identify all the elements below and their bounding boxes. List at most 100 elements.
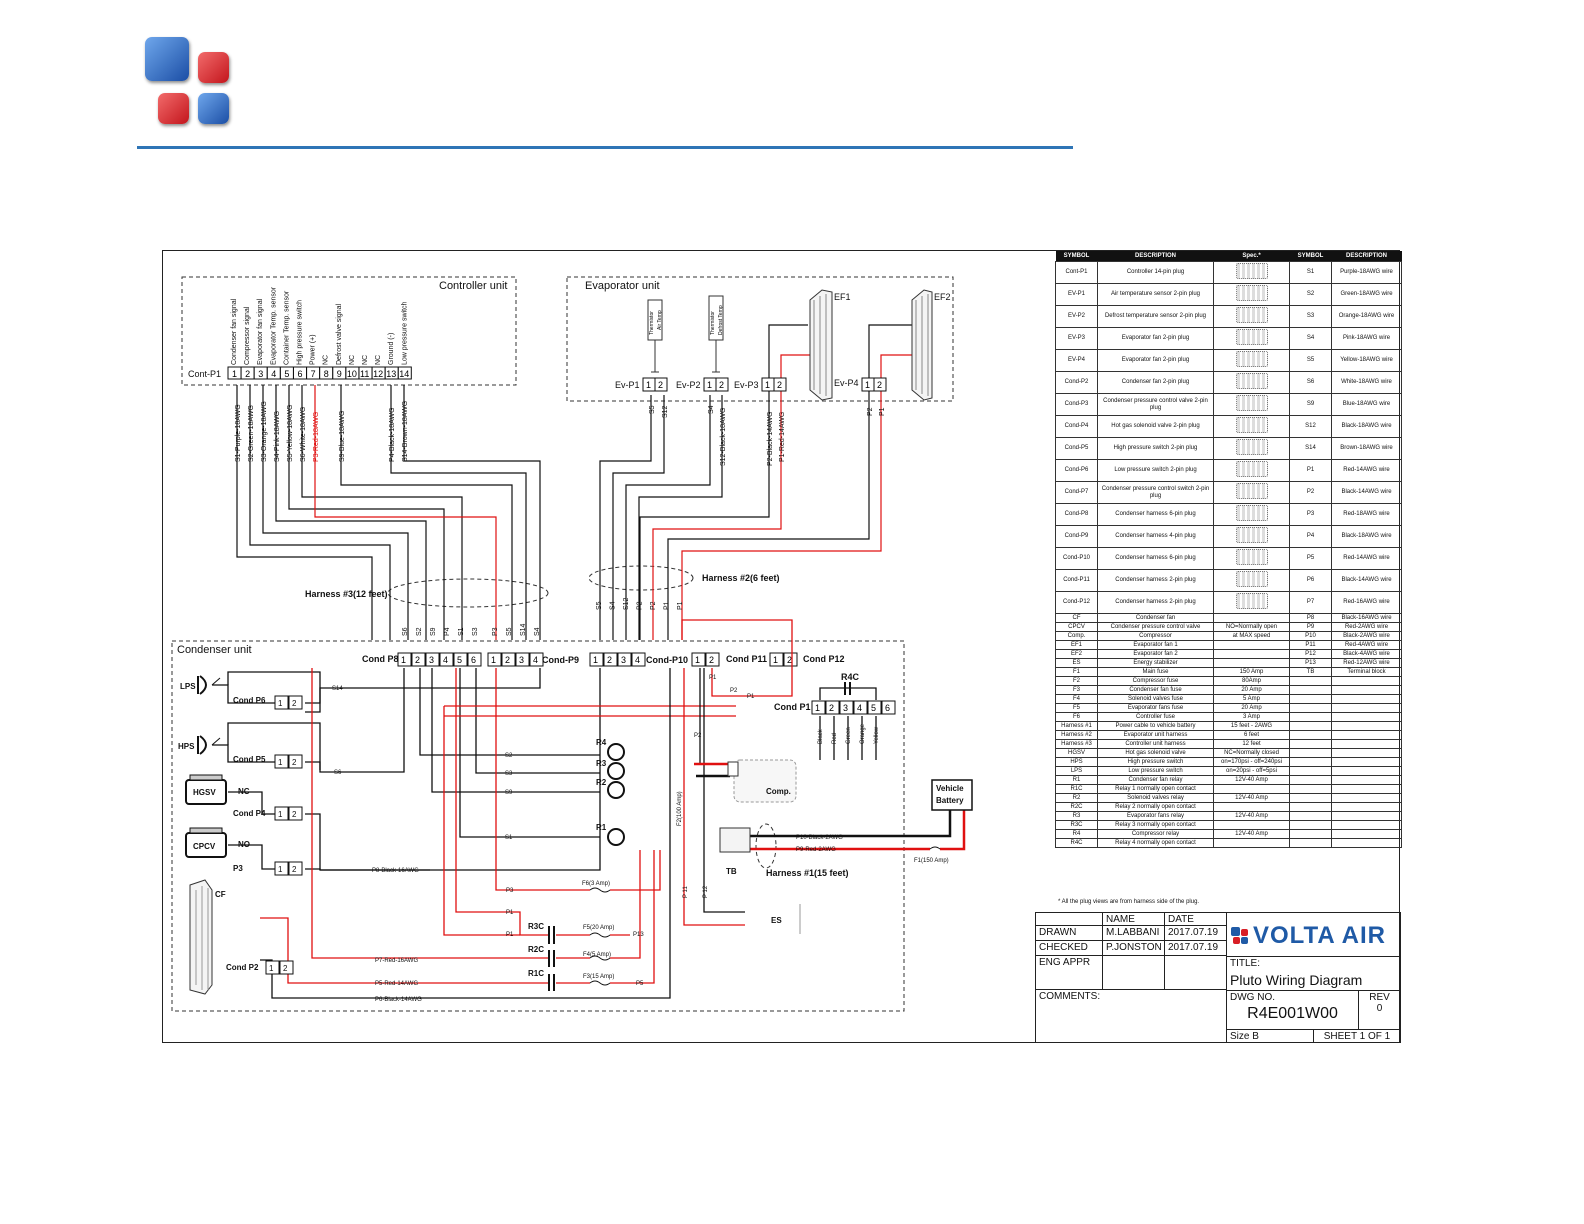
wire-p6 — [260, 668, 671, 999]
svg-text:Thermistor: Thermistor — [649, 311, 655, 335]
cont-p1-wire-label: S3-Orange-18AWG — [261, 401, 268, 462]
cont-p1-wire-label: P4-Black-18AWG — [389, 407, 396, 462]
cond-p8-pin-label: 3 — [429, 655, 434, 665]
cont-p1-signal-label: NC — [362, 355, 369, 365]
ef1-label: EF1 — [834, 292, 851, 302]
plug-picture-icon — [1235, 351, 1268, 367]
cond-p12-pin — [769, 652, 784, 667]
cond-p8-wire-label: P4 — [444, 627, 451, 636]
cpcv-valve — [185, 827, 227, 858]
cond-p8-pin — [397, 652, 412, 667]
ev-plug-pin-label: 1 — [765, 380, 770, 390]
wire-p5 — [260, 850, 655, 984]
cont-p1-pin-label: 3 — [258, 369, 263, 379]
ev-plug-pin — [715, 377, 729, 392]
cond-p1-pin — [853, 700, 868, 715]
wire-s3 — [262, 385, 409, 640]
wire-s14 — [403, 385, 541, 640]
wire-r4c — [819, 687, 877, 700]
wire-p1-red — [711, 668, 760, 697]
svg-text:Cond P2: Cond P2 — [226, 963, 259, 972]
cond-p8-wire-label: S3 — [472, 627, 479, 636]
wire-lps-low — [227, 671, 321, 713]
ev-plug-pin-label: 2 — [719, 380, 724, 390]
svg-text:R1C: R1C — [528, 969, 544, 978]
cont-p1-signal-label: Defrost valve signal — [336, 303, 343, 365]
relay-r2-icon — [607, 781, 625, 799]
harness3-bundle — [387, 578, 549, 608]
cond-p10-wire-label: P1 — [664, 601, 671, 610]
cond-p10-pin — [589, 652, 604, 667]
svg-text:P2: P2 — [730, 688, 738, 694]
cont-p1-pin-label: 11 — [360, 369, 369, 379]
svg-text:HPS: HPS — [178, 742, 195, 751]
svg-text:P10-Black-2AWG: P10-Black-2AWG — [796, 835, 843, 841]
lps-switch — [197, 675, 221, 695]
cont-p1-pin-label: 1 — [232, 369, 237, 379]
svg-text:F3(15 Amp): F3(15 Amp) — [583, 974, 614, 980]
svg-text:P1: P1 — [506, 910, 514, 916]
svg-text:S6: S6 — [334, 770, 342, 776]
svg-text:P2: P2 — [867, 407, 874, 416]
svg-text:S12-Black-18AWG: S12-Black-18AWG — [720, 408, 727, 466]
cont-p1-signal-label: Container Temp. sensor — [283, 290, 290, 365]
wire-r2c — [556, 850, 641, 959]
harness2-label: Harness #2(6 feet) — [702, 573, 780, 583]
wire-s3 — [475, 668, 600, 774]
cond-p8-wire-label: S6 — [402, 627, 409, 636]
wire-hps-s6 — [212, 668, 405, 773]
cond-p8-pin-label: 1 — [401, 655, 406, 665]
ev-plug-pin-label: 2 — [777, 380, 782, 390]
drawing-number: R4E001W00 — [1247, 1005, 1338, 1022]
cond-p9-pin-label: 2 — [505, 655, 510, 665]
svg-text:Vehicle: Vehicle — [936, 784, 964, 793]
svg-text:P9-Red-2AWG: P9-Red-2AWG — [796, 847, 836, 853]
cont-p1-pin-label: 10 — [347, 369, 357, 379]
harness2-bundle — [588, 565, 694, 591]
cond-p1-pin-label: 4 — [857, 703, 862, 713]
svg-text:F1(150 Amp): F1(150 Amp) — [914, 858, 949, 864]
cond-p10-pin-label: 4 — [635, 655, 640, 665]
cont-p1-signal-label: NC — [375, 355, 382, 365]
svg-text:NC: NC — [238, 787, 250, 796]
cond-p8-pin-label: 4 — [443, 655, 448, 665]
cond-2pin-label: 2 — [292, 699, 297, 708]
compressor-icon — [727, 759, 797, 803]
cond-2pin-label: 1 — [278, 865, 283, 874]
cond-p1-wire-label: Orange — [860, 723, 866, 744]
plug-picture-icon — [1235, 527, 1268, 543]
cond-p10-label: Cond-P10 — [646, 655, 688, 665]
wire-evap-s4 — [625, 395, 711, 640]
cond-p9-pin — [515, 652, 530, 667]
wire-p1-r3c — [455, 668, 548, 936]
cond-2pin — [274, 695, 289, 710]
cond-2pin — [288, 861, 303, 876]
svg-text:S3: S3 — [505, 771, 513, 777]
plug-picture-icon — [1235, 461, 1268, 477]
cond-p10-pin — [631, 652, 646, 667]
cont-p1-signal-label: NC — [323, 355, 330, 365]
svg-text:P2: P2 — [694, 733, 702, 739]
cond-p11-pin — [691, 652, 706, 667]
plug-picture-icon — [1235, 373, 1268, 389]
cond-p1-pin — [811, 700, 826, 715]
ev-p1-label: Ev-P1 — [615, 380, 640, 390]
cond-2pin-label: 1 — [278, 810, 283, 819]
cond-p1-wire-label: Green — [846, 727, 852, 744]
cond-p8-pin — [439, 652, 454, 667]
